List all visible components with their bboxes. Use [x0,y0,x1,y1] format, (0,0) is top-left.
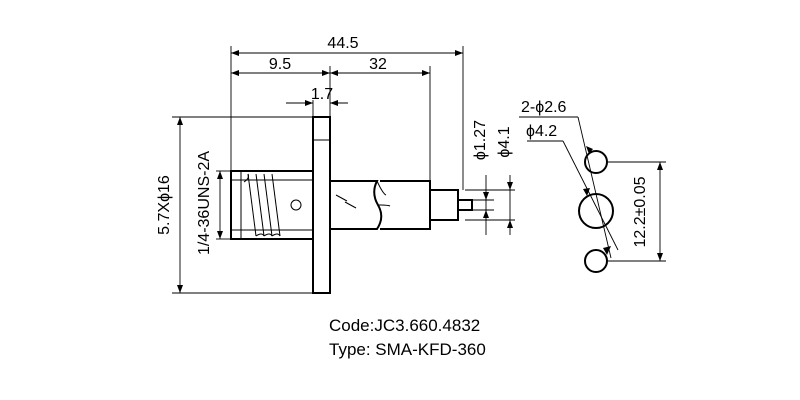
hole-spacing-label: 12.2±0.05 [632,176,649,247]
thread-lines [243,173,281,237]
flange-size-label: 5.7Xϕ16 [156,175,173,235]
left-length-label: 9.5 [269,56,291,73]
dimension-lines [172,46,515,294]
center-pin [457,199,473,211]
small-holes-label: 2-ϕ2.6 [521,99,567,116]
dielectric [429,189,459,221]
connector-side-view [230,116,473,294]
part-type: Type: SMA-KFD-360 [329,340,486,359]
rear-body [330,180,383,230]
flange-thickness-label: 1.7 [311,86,333,103]
thread-spec-label: 1/4-36UNS-2A [196,151,213,255]
overall-length-label: 44.5 [327,35,358,52]
center-hole [578,193,614,229]
bottom-hole [584,249,608,273]
right-length-label: 32 [369,56,387,73]
pin-diameter-label: ϕ1.27 [472,120,489,160]
center-hole-label: ϕ4.2 [526,123,557,140]
hole-pattern-view [519,116,666,273]
flange [312,116,331,294]
side-hole [290,199,302,211]
dielectric-diameter-label: ϕ4.1 [496,126,513,157]
dimension-labels: 44.5 9.5 32 1.7 ϕ1.27 ϕ4.1 5.7Xϕ16 1/4-3… [156,35,649,255]
part-code: Code:JC3.660.4832 [329,316,481,335]
